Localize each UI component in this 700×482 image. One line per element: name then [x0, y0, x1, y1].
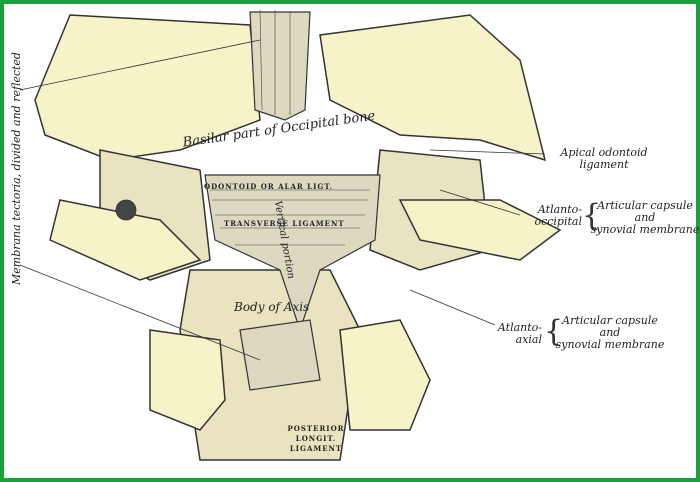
label-transverse-ligament: TRANSVERSE LIGAMENT [224, 219, 345, 228]
cruciate-ligament [204, 174, 381, 332]
label-membrana-tectoria: Membrana tectoria, divided and reflected [10, 52, 23, 285]
posterior-longitudinal-ligament [239, 319, 321, 391]
label-part: LIGAMENT [289, 444, 343, 453]
occipital-bone-right [319, 14, 547, 162]
axis-left-facet [149, 329, 226, 431]
membrana-tectoria [249, 11, 311, 121]
label-odontoid-alar: ODONTOID OR ALAR LIGT. [204, 182, 334, 191]
label-part: Apical odontoid [560, 146, 648, 159]
label-part: ligament [579, 158, 629, 171]
anatomy-illustration [19, 9, 562, 461]
label-part: Articular capsule [597, 199, 693, 212]
brace: { [544, 314, 564, 349]
label-part: synovial membrane [555, 338, 665, 351]
axis-right-facet [339, 319, 431, 431]
label-part: synovial membrane [590, 223, 700, 236]
label-part: and [634, 211, 656, 224]
label-apical-odontoid: Apical odontoid ligament [549, 147, 659, 171]
label-part: and [599, 326, 621, 339]
label-body-of-axis: Body of Axis [234, 300, 310, 314]
transverse-process-left [49, 199, 202, 281]
label-part: Atlanto- [497, 321, 542, 334]
label-part: Articular capsule [562, 314, 658, 327]
leader-lines [19, 39, 546, 361]
hatching [210, 9, 370, 246]
label-atlanto-axial-capsule: Articular capsule and synovial membrane [554, 315, 666, 351]
label-atlanto-occipital: Atlanto- occipital [520, 204, 582, 228]
label-posterior-longit-ligament: POSTERIOR LONGIT. LIGAMENT [286, 424, 346, 454]
label-part: axial [515, 333, 542, 346]
brace: { [582, 198, 602, 233]
label-atlanto-axial: Atlanto- axial [492, 322, 542, 346]
label-part: Atlanto- [537, 203, 582, 216]
label-part: occipital [534, 215, 582, 228]
label-atlanto-occipital-capsule: Articular capsule and synovial membrane [589, 200, 700, 236]
label-part: LONGIT. [295, 434, 337, 443]
label-part: POSTERIOR [287, 424, 345, 433]
